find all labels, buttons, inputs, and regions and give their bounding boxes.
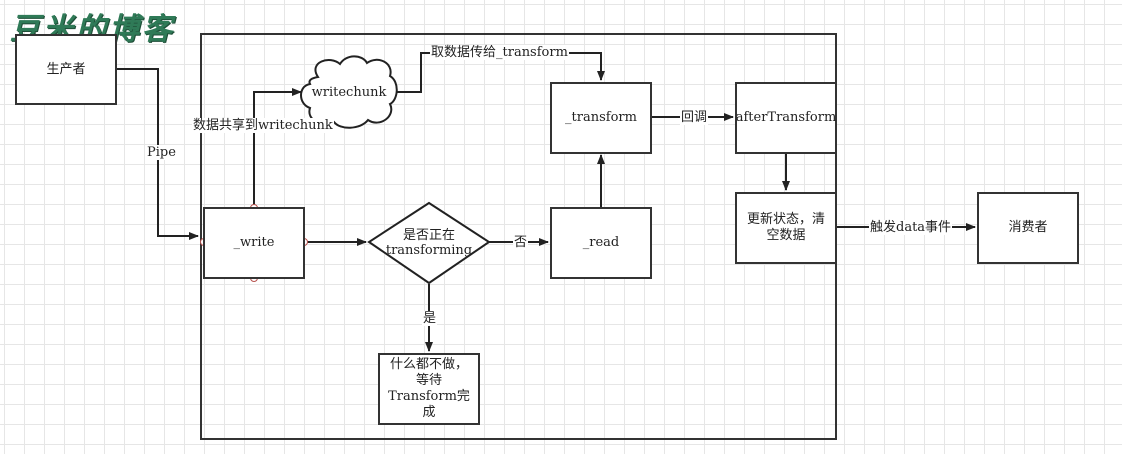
writechunk-label[interactable]: writechunk [311, 85, 387, 100]
edge-label-yes: 是 [422, 311, 438, 326]
write-node[interactable]: _write [203, 207, 305, 279]
transform-node[interactable]: _transform [550, 82, 652, 154]
edge-label-callback: 回调 [680, 110, 709, 125]
edge-label-pass: 取数据传给_transform [430, 45, 569, 60]
edge-writechunk-to-transform [390, 52, 605, 93]
read-node[interactable]: _read [550, 207, 652, 279]
update-state-node[interactable]: 更新状态，清空数据 [735, 192, 837, 264]
aftertransform-node[interactable]: afterTransform [735, 82, 837, 154]
consumer-node[interactable]: 消费者 [977, 192, 1079, 264]
edge-label-share: 数据共享到writechunk [192, 118, 334, 133]
producer-node[interactable]: 生产者 [15, 34, 117, 105]
wait-node[interactable]: 什么都不做，等待Transform完成 [378, 353, 480, 425]
decision-label[interactable]: 是否正在 transforming [379, 228, 479, 258]
edge-label-emit: 触发data事件 [869, 220, 953, 235]
edge-label-pipe: Pipe [146, 145, 177, 160]
edge-label-no: 否 [513, 235, 529, 250]
edge-write-to-writechunk [253, 88, 302, 207]
writechunk-cloud-shape [300, 55, 398, 129]
decision-text: 是否正在 transforming [385, 228, 473, 258]
decision-diamond-shape [367, 201, 491, 285]
